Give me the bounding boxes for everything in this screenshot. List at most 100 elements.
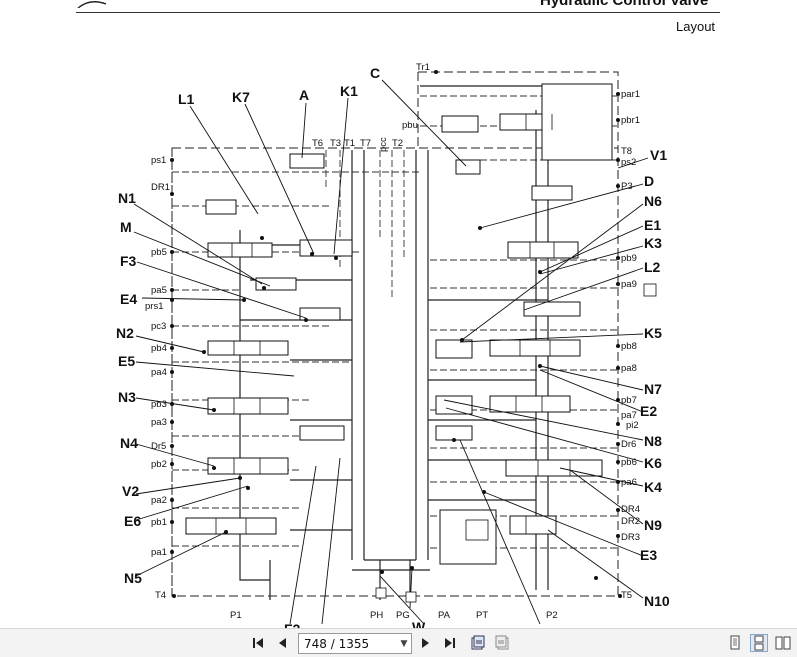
callout-label: N7 [644,381,662,397]
port-label: T5 [621,590,632,601]
port-label: pb9 [621,253,637,264]
port-label: pa6 [621,477,637,488]
port-label: T1 [344,138,355,149]
brand-logo [77,1,107,8]
port-label: pbr1 [621,115,640,126]
prev-page-icon[interactable] [272,633,292,653]
callout-label: E3 [640,547,657,563]
callout-label: K5 [644,325,662,341]
callout-label: E5 [118,353,135,369]
port-label: pc3 [151,321,166,332]
back-view-icon[interactable] [468,633,488,653]
port-label: Dr6 [621,439,636,450]
forward-view-icon[interactable] [492,633,512,653]
callout-label: E2 [640,403,657,419]
port-label: pa8 [621,363,637,374]
page-title: Hydraulic Control Valve [540,0,709,9]
callout-label: M [120,219,132,235]
callout-label: A [299,87,309,103]
port-label: pb7 [621,395,637,406]
callout-label: K4 [644,479,662,495]
port-label: pb8 [621,341,637,352]
callout-label: C [370,65,380,81]
port-label: pa5 [151,285,167,296]
callout-label: V1 [650,147,667,163]
port-label: pb1 [151,517,167,528]
port-label: P2 [546,610,558,621]
port-label: pbu [402,120,418,131]
next-page-icon[interactable] [416,633,436,653]
port-label: DR4 [621,504,640,515]
page-subtitle: Layout [676,19,716,34]
port-label: P3 [621,181,633,192]
hydraulic-schematic: L1 K7 A K1 C V1 D N1 M F3 E4 N2 E5 N3 N4… [116,62,670,628]
port-label: pa9 [621,279,637,290]
callout-label: N3 [118,389,136,405]
port-label: ps2 [621,157,636,168]
callout-label: D [644,173,654,189]
port-label: T7 [360,138,371,149]
port-label: Tr1 [416,62,430,73]
callout-label: N5 [124,570,142,586]
port-label: T2 [392,138,403,149]
port-label: pa3 [151,417,167,428]
callout-label: N10 [644,593,670,609]
callout-label: N1 [118,190,136,206]
port-label: PH [370,610,383,621]
single-page-icon[interactable] [726,634,744,652]
port-label: pa2 [151,495,167,506]
callout-label: F3 [120,253,137,269]
header-rule [76,12,720,13]
port-label: T6 [312,138,323,149]
callout-label: E1 [644,217,661,233]
port-label: DR2 [621,516,640,527]
port-label: Dr5 [151,441,166,452]
port-label: PT [476,610,488,621]
port-label: par1 [621,89,640,100]
port-label: pi2 [626,420,639,431]
first-page-icon[interactable] [248,633,268,653]
continuous-page-icon[interactable] [750,634,768,652]
port-label: ps1 [151,155,166,166]
page-number-value: 748 / 1355 [304,636,370,651]
port-label: pa7 [621,410,637,421]
callout-label: K7 [232,89,250,105]
port-label: T8 [621,146,632,157]
callout-label: E4 [120,291,137,307]
document-page: Hydraulic Control Valve Layout [76,0,720,628]
callout-label: N2 [116,325,134,341]
callout-label: L2 [644,259,661,275]
port-label: DR3 [621,532,640,543]
callout-label: N6 [644,193,662,209]
port-label: pb4 [151,343,167,354]
callout-label: N8 [644,433,662,449]
callout-label: W [412,619,426,628]
callout-label: K1 [340,83,358,99]
callout-label: N4 [120,435,138,451]
callout-label: L1 [178,91,195,107]
callout-label: N9 [644,517,662,533]
chevron-down-icon[interactable]: ▼ [400,638,408,649]
port-label: T3 [330,138,341,149]
port-label: pb2 [151,459,167,470]
facing-pages-icon[interactable] [774,634,792,652]
callout-label: K3 [644,235,662,251]
port-label: T4 [155,590,166,601]
port-label: DR1 [151,182,170,193]
callout-label: E6 [124,513,141,529]
port-label: P1 [230,610,242,621]
port-label: pb5 [151,247,167,258]
port-label: pa1 [151,547,167,558]
callout-label: F2 [284,621,301,628]
port-label: prs1 [145,301,163,312]
port-label: pcc [378,137,389,152]
port-label: pb6 [621,457,637,468]
port-label: PA [438,610,451,621]
last-page-icon[interactable] [440,633,460,653]
viewer-toolbar: 748 / 1355 ▼ [0,628,797,657]
port-label: PG [396,610,410,621]
callout-label: K6 [644,455,662,471]
port-label: pb3 [151,399,167,410]
port-label: pa4 [151,367,167,378]
page-number-field[interactable]: 748 / 1355 ▼ [298,633,412,654]
